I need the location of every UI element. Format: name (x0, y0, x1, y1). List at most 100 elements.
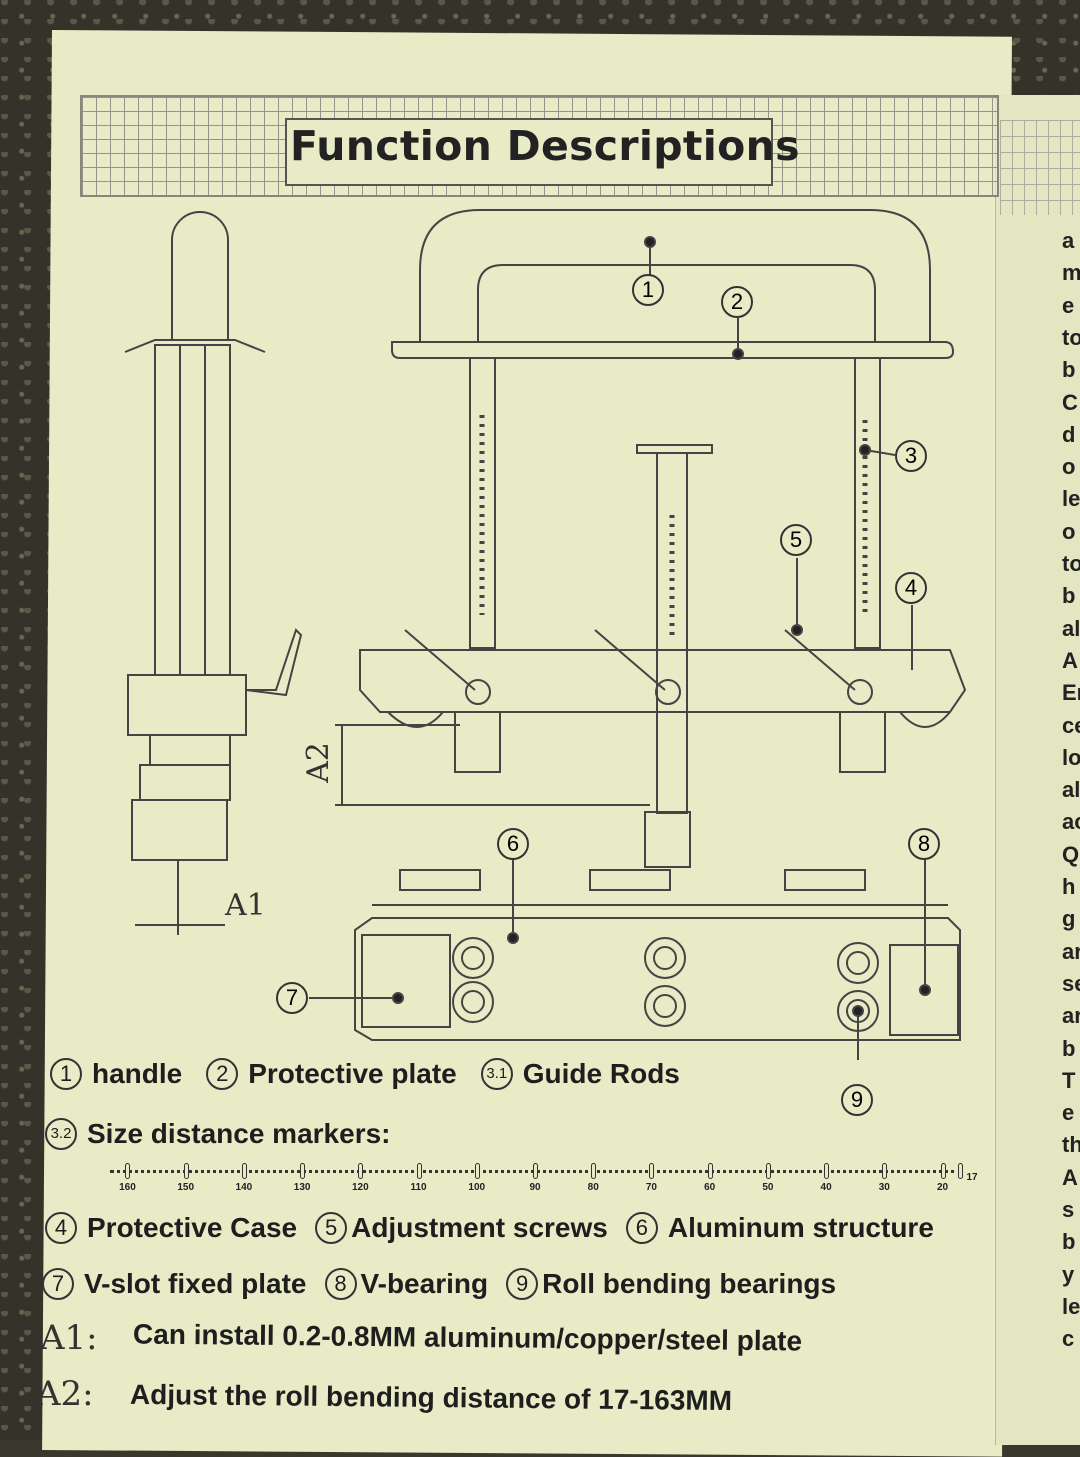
bending-tool-diagram (124, 209, 967, 1060)
next-page-text-fragment: T (1062, 1067, 1076, 1093)
ruler-tick (958, 1163, 963, 1179)
ruler-tick (591, 1163, 597, 1179)
ruler-tick (940, 1163, 946, 1179)
next-page-text-fragment: ac (1062, 809, 1080, 835)
next-page-text-fragment: d (1062, 421, 1076, 447)
ruler-label: 40 (820, 1182, 832, 1193)
dimension-a1: A1 (225, 888, 266, 923)
ruler-label: 50 (762, 1182, 774, 1193)
next-page-text-fragment: ar (1062, 938, 1080, 964)
next-page-text-fragment: se (1062, 970, 1080, 996)
next-page-text-fragment: b (1062, 1035, 1076, 1061)
next-page-text-fragment: Er (1062, 680, 1080, 706)
ruler-label: 60 (704, 1182, 716, 1193)
title-box (285, 118, 773, 186)
next-page-edge (995, 95, 1080, 1445)
ruler-label: 80 (587, 1182, 599, 1193)
ruler-tick (241, 1163, 247, 1179)
callout-2: 2 (721, 286, 753, 318)
next-page-text-fragment: h (1062, 874, 1076, 899)
next-page-text-fragment: le (1062, 486, 1080, 512)
next-page-text-fragment: y (1062, 1261, 1075, 1287)
side-view (124, 211, 303, 935)
ruler-tick (183, 1163, 189, 1179)
ruler-tick (649, 1163, 655, 1179)
ruler-label: 100 (468, 1182, 486, 1193)
next-page-text-fragment: b (1062, 583, 1076, 609)
callout-8: 8 (908, 828, 940, 860)
next-page-text-fragment: e (1062, 1100, 1075, 1126)
next-page-text-fragment: A (1062, 647, 1078, 673)
next-page-text-fragment: to (1062, 324, 1080, 350)
next-page-text-fragment: Q (1062, 841, 1080, 867)
next-page-text-fragment: A (1062, 1164, 1078, 1190)
next-page-text-fragment: s (1062, 1197, 1075, 1222)
ruler-label: 110 (410, 1182, 427, 1193)
callout-7: 7 (276, 982, 308, 1014)
ruler-tick (358, 1163, 364, 1179)
next-page-text-fragment: b (1062, 1229, 1076, 1255)
ruler-tick (882, 1163, 888, 1179)
page-title: Function Descriptions (290, 122, 800, 170)
ruler-label: 160 (119, 1182, 136, 1193)
dimension-a2: A2 (300, 742, 336, 783)
a1-key: A1: (40, 1318, 98, 1358)
next-page-text-fragment: th (1062, 1132, 1080, 1158)
ruler-tick (533, 1163, 538, 1179)
next-page-text-fragment: b (1062, 357, 1076, 383)
callout-9: 9 (841, 1084, 873, 1116)
ruler-label: 17 (966, 1172, 978, 1183)
ruler-label: 20 (936, 1182, 949, 1193)
callout-4: 4 (895, 572, 927, 604)
callout-3: 3 (895, 440, 927, 472)
next-page-text-fragment: le (1062, 1293, 1080, 1319)
next-page-text-fragment: e (1062, 292, 1075, 318)
ruler-tick (707, 1163, 713, 1179)
ruler-tick (765, 1163, 771, 1179)
ruler-label: 120 (351, 1182, 369, 1193)
next-page-text-fragment: lo (1062, 744, 1080, 770)
callout-5: 5 (780, 524, 812, 556)
next-page-header-pattern (1000, 120, 1080, 215)
next-page-text-fragment: m (1062, 260, 1080, 286)
ruler-label: 150 (177, 1182, 195, 1193)
next-page-text-fragment: al (1062, 615, 1080, 641)
ruler-label: 130 (293, 1182, 311, 1193)
a2-key: A2: (36, 1374, 94, 1414)
ruler-tick (824, 1163, 830, 1179)
next-page-text-fragment: al (1062, 777, 1080, 803)
ruler-tick (125, 1163, 131, 1179)
next-page-text-fragment: o (1062, 518, 1076, 544)
callout-6: 6 (497, 828, 529, 860)
next-page-text-fragment: C (1062, 389, 1078, 415)
ruler-tick (416, 1163, 422, 1179)
ruler-label: 70 (645, 1182, 657, 1193)
next-page-text-fragment: c (1062, 1326, 1075, 1352)
next-page-text-fragment: ce (1062, 712, 1080, 738)
next-page-text-fragment: ar (1062, 1003, 1080, 1029)
front-view (309, 209, 967, 1060)
next-page-text-fragment: g (1062, 906, 1076, 932)
ruler-tick (474, 1163, 480, 1179)
next-page-text-fragment: a (1062, 228, 1075, 253)
ruler-label: 140 (235, 1182, 253, 1193)
next-page-text-fragment: to (1062, 551, 1080, 576)
ruler-tick (300, 1163, 306, 1179)
a2-description: Adjust the roll bending distance of 17-1… (129, 1378, 733, 1417)
next-page-text-fragment: o (1062, 454, 1076, 480)
ruler-label: 90 (529, 1182, 541, 1193)
